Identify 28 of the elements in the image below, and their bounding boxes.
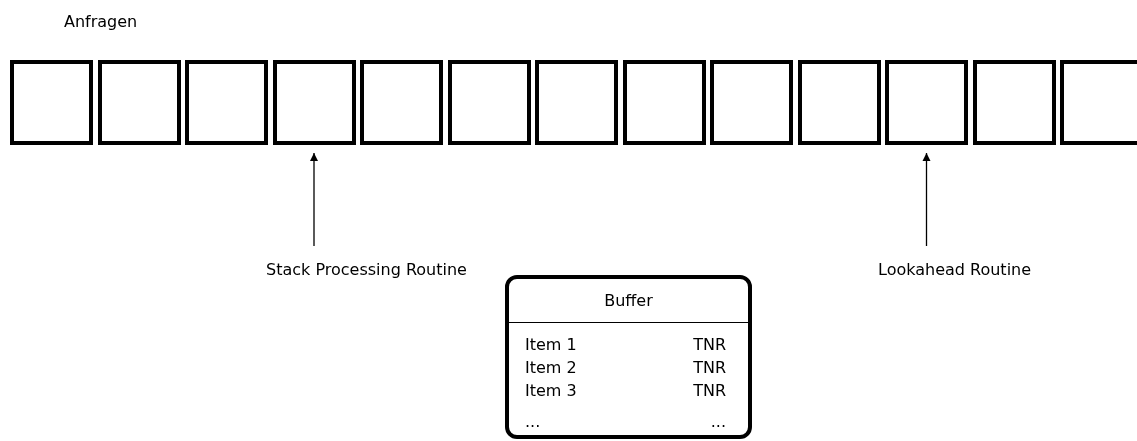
arrow: [310, 152, 318, 247]
table-cell: TNR: [693, 381, 726, 401]
queue-slot: [97, 60, 181, 145]
queue-slot: [447, 60, 531, 145]
queue-slot: [360, 60, 443, 145]
routine-label: Lookahead Routine: [878, 258, 1098, 282]
table-cell: ...: [710, 412, 726, 432]
queue-slot: [885, 60, 968, 145]
table-cell: Item 3: [525, 381, 577, 401]
queue-slot: [972, 60, 1056, 145]
arrow: [922, 152, 931, 247]
table-cell: TNR: [693, 358, 726, 378]
routine-label: Stack Processing Routine: [266, 258, 486, 282]
table-heading: Buffer: [603, 291, 654, 311]
queue-slot: [185, 60, 268, 145]
queue-slot: [710, 60, 793, 145]
table-cell: Item 2: [525, 358, 577, 378]
queue-slot: [1060, 60, 1137, 145]
table-cell: ...: [525, 412, 541, 432]
queue-label: Anfragen: [64, 12, 138, 31]
queue-slot: [622, 60, 706, 145]
buffer-table: [505, 275, 752, 439]
queue-slot: [535, 60, 618, 145]
table-cell: Item 1: [525, 335, 577, 355]
queue-slot: [272, 60, 356, 145]
table-cell: TNR: [693, 335, 726, 355]
queue-slot: [797, 60, 881, 145]
queue-slot: [10, 60, 93, 145]
